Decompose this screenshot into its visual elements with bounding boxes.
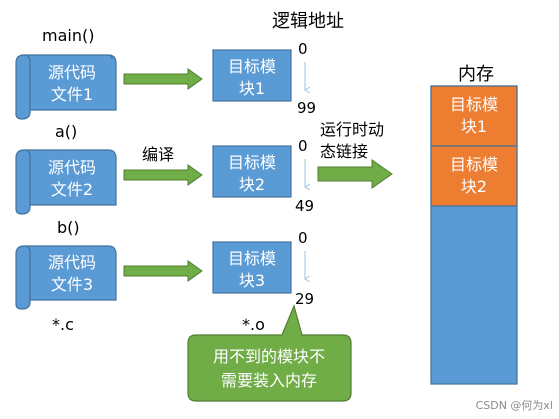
object-module-box [212,145,292,198]
address-start: 0 [298,229,308,247]
address-end: 29 [295,290,314,308]
function-label: b() [57,218,80,237]
memory-block-2-line2: 块2 [461,177,487,196]
dynamic-link-arrow [317,159,393,189]
object-module-line2: 块3 [239,271,265,290]
row-b: b() 源代码 文件3 目标模 块3 0 29 [15,218,314,310]
object-extension-label: *.o [242,315,265,334]
address-end: 49 [295,197,314,215]
object-module-box [212,241,292,294]
logical-address-title: 逻辑地址 [272,11,344,32]
memory-block-1-line1: 目标模 [450,95,498,114]
object-module-line2: 块1 [239,79,265,98]
address-end: 99 [297,99,316,117]
link-label-line1: 运行时动 [320,120,384,139]
watermark: CSDN @何为xl [476,399,553,412]
callout-bubble: 用不到的模块不 需要装入内存 [187,304,352,402]
compile-label: 编译 [142,145,174,164]
row-main: main() 源代码 文件1 目标模 块1 0 99 [15,26,316,120]
source-file-line1: 源代码 [48,158,96,177]
source-file-scroll: 源代码 文件1 [15,54,117,120]
source-extension-label: *.c [52,315,74,334]
compile-arrow [123,260,203,282]
source-file-line2: 文件1 [51,85,93,104]
row-a: a() 源代码 文件2 编译 目标模 块2 0 49 [15,122,314,215]
source-file-scroll: 源代码 文件3 [15,245,117,310]
callout-line1: 用不到的模块不 [213,347,325,366]
address-start: 0 [298,137,308,155]
object-module-line1: 目标模 [228,153,276,172]
compile-arrow [123,68,203,90]
memory-block-1-line2: 块1 [461,117,487,136]
link-label-line2: 态链接 [320,142,368,161]
source-file-line1: 源代码 [48,253,96,272]
source-file-line2: 文件2 [51,180,93,199]
object-module-line2: 块2 [239,175,265,194]
function-label: a() [55,122,77,141]
memory-block-2 [430,145,518,207]
function-label: main() [42,26,94,45]
object-module-line1: 目标模 [228,57,276,76]
source-file-line2: 文件3 [51,275,93,294]
callout-line2: 需要装入内存 [221,371,317,390]
memory-title: 内存 [458,64,494,85]
memory-block-2-line1: 目标模 [450,155,498,174]
source-file-scroll: 源代码 文件2 [15,149,117,215]
object-module-box [212,49,292,102]
address-start: 0 [298,40,308,58]
object-module-line1: 目标模 [228,249,276,268]
compile-arrow [123,164,203,186]
memory-column: 目标模 块1 目标模 块2 [430,85,518,385]
source-file-line1: 源代码 [48,63,96,82]
